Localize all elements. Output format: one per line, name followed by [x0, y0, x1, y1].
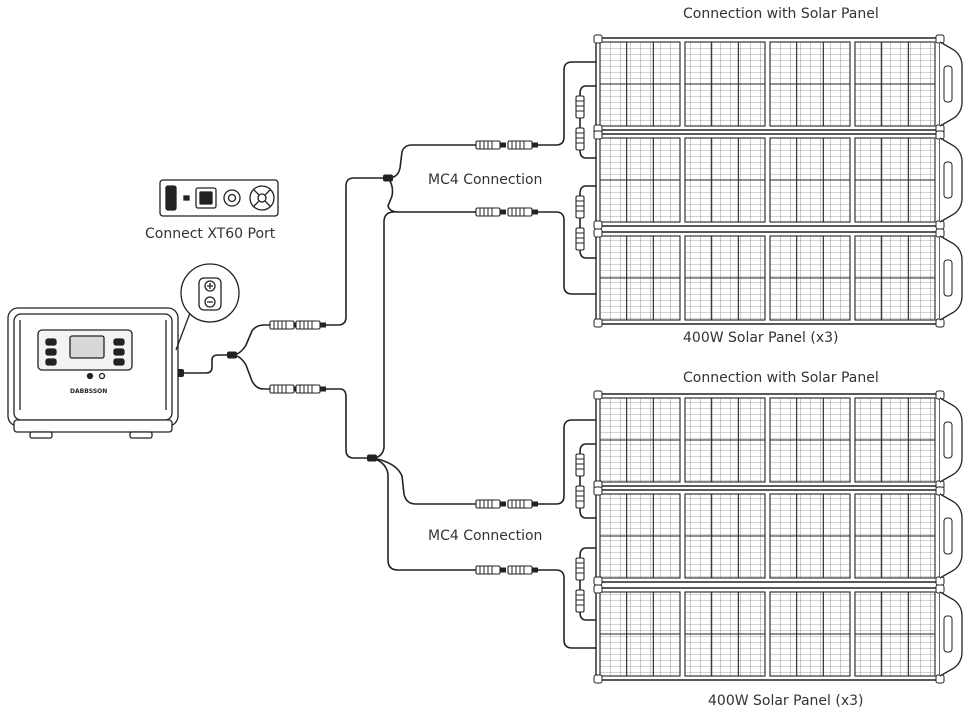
mc4-connector-icon: [575, 589, 585, 613]
cable-mc4-fourth-to-panel: [535, 569, 597, 649]
solar-panel-icon: [593, 130, 963, 230]
cable-lower-to-mc4-third: [371, 211, 395, 459]
mc4-connection-label-top: MC4 Connection: [428, 172, 543, 188]
mc4-connector-icon: [575, 485, 585, 509]
mc4-connector-icon: [475, 565, 506, 575]
mc4-connector-icon: [475, 499, 506, 509]
solar-panel-icon: [593, 34, 963, 134]
connectors: [174, 95, 585, 613]
mc4-connector-icon: [575, 127, 585, 151]
mc4-connection-label-bottom: MC4 Connection: [428, 528, 543, 544]
xt60-port-callout: [175, 263, 240, 351]
solar-panel-icon: [593, 390, 963, 490]
mc4-connector-icon: [575, 557, 585, 581]
cable-station-to-splitter: [181, 354, 233, 374]
top-connection-label: Connection with Solar Panel: [683, 6, 879, 22]
cable-upper-trunk: [321, 177, 389, 326]
cable-jumper-top-1: [579, 85, 597, 159]
solar-panels: [593, 34, 963, 684]
cable-branch-upper: [231, 324, 271, 356]
mc4-connector-icon: [575, 195, 585, 219]
cables: [181, 61, 597, 649]
panel-group-label-top: 400W Solar Panel (x3): [683, 330, 839, 346]
cable-mc4-second-to-panel: [535, 211, 597, 295]
power-station-icon: [7, 307, 179, 439]
y-splitter-icon: [367, 454, 377, 462]
mc4-connector-icon: [507, 499, 538, 509]
cable-mc4-third-to-panel: [535, 419, 597, 505]
mc4-connector-icon: [575, 95, 585, 119]
cable-upper-to-mc4-top: [387, 144, 477, 179]
panel-group-label-bottom: 400W Solar Panel (x3): [708, 693, 864, 709]
mc4-connector-icon: [295, 320, 326, 330]
xt60-port-panel-icon: [159, 179, 279, 217]
station-brand: DABBSSON: [70, 388, 107, 395]
xt60-port-label: Connect XT60 Port: [145, 226, 276, 242]
mc4-connector-icon: [507, 207, 538, 217]
mc4-connector-icon: [507, 565, 538, 575]
solar-panel-icon: [593, 228, 963, 328]
mc4-connector-icon: [475, 207, 506, 217]
mc4-connector-icon: [575, 227, 585, 251]
mc4-connector-icon: [295, 384, 326, 394]
mc4-connector-icon: [507, 140, 538, 150]
cable-mc4-top-to-panel: [535, 61, 597, 146]
solar-panel-icon: [593, 486, 963, 586]
cable-lower-splitter-down: [371, 457, 477, 571]
cable-lower-to-mc4-fourth: [371, 457, 477, 505]
bottom-connection-label: Connection with Solar Panel: [683, 370, 879, 386]
cable-branch-lower: [231, 354, 271, 390]
solar-panel-icon: [593, 584, 963, 684]
cable-jumper-top-2: [579, 185, 597, 259]
cable-upper-to-mc4-second: [387, 177, 477, 213]
cable-lower-trunk: [321, 388, 373, 459]
y-splitter-icon: [383, 174, 393, 182]
mc4-connector-icon: [475, 140, 506, 150]
cable-jumper-bot-1: [579, 443, 597, 519]
mc4-connector-icon: [575, 453, 585, 477]
cable-jumper-bot-2: [579, 547, 597, 621]
y-splitter-icon: [227, 351, 237, 359]
